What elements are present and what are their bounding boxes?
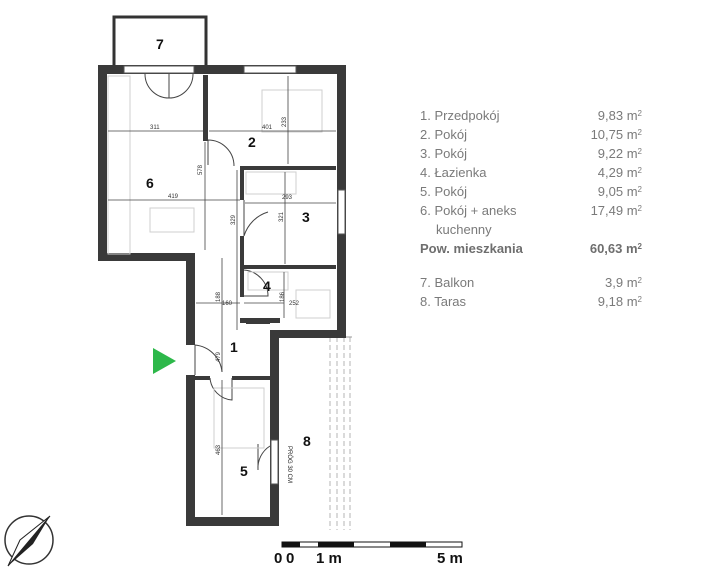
dimension-463: 463 <box>216 444 222 455</box>
terrace: 8 <box>286 336 352 530</box>
doors <box>144 73 271 471</box>
legend-row-1: 1. Przedpokój 9,83 m2 <box>420 106 642 125</box>
dimension-321: 321 <box>279 211 285 222</box>
legend-name-continued: kuchenny <box>436 222 492 237</box>
dimension-578: 578 <box>198 164 204 175</box>
dimension-311: 311 <box>150 125 160 131</box>
dimension-401: 401 <box>262 125 273 131</box>
legend-row-6: 6. Pokój + aneks 17,49 m2 <box>420 201 642 220</box>
legend-row-8: 8. Taras 9,18 m2 <box>420 292 642 311</box>
entry-arrow-icon <box>153 348 176 374</box>
legend-row-7: 7. Balkon 3,9 m2 <box>420 273 642 292</box>
room-number-8: 8 <box>303 433 311 449</box>
dimension-293: 293 <box>282 195 293 201</box>
area-legend: 1. Przedpokój 9,83 m2 2. Pokój 10,75 m2 … <box>420 106 642 311</box>
room-number-3: 3 <box>302 209 310 225</box>
legend-total-area: 60,63 m2 <box>589 241 642 256</box>
legend-area: 9,05 m2 <box>597 184 642 199</box>
dimension-419: 419 <box>168 194 179 200</box>
legend-row-5: 5. Pokój 9,05 m2 <box>420 182 642 201</box>
room-number-4: 4 <box>263 278 271 294</box>
legend-total-row: Pow. mieszkania 60,63 m2 <box>420 239 642 258</box>
room-number-7: 7 <box>156 36 164 52</box>
legend-name: 1. Przedpokój <box>420 108 500 123</box>
legend-name: 2. Pokój <box>420 127 467 142</box>
legend-row-4: 4. Łazienka 4,29 m2 <box>420 163 642 182</box>
legend-area: 9,83 m2 <box>597 108 642 123</box>
dimension-252: 252 <box>289 301 300 307</box>
dimension-479: 479 <box>216 351 222 362</box>
scale-label-five: 5 m <box>437 550 463 567</box>
legend-name: 8. Taras <box>420 294 467 309</box>
legend-area: 3,9 m2 <box>605 275 642 290</box>
dimension-188: 188 <box>216 291 222 302</box>
dimension-lines <box>108 76 336 515</box>
legend-name: 5. Pokój <box>420 184 467 199</box>
scale-label-one: 1 m <box>316 550 342 567</box>
legend-area: 4,29 m2 <box>597 165 642 180</box>
legend-name: 6. Pokój + aneks <box>420 203 517 218</box>
dimension-329: 329 <box>231 214 237 225</box>
threshold-note: PRÓG 30 CM <box>286 446 293 483</box>
room-numbers: 1 2 3 4 5 6 <box>146 134 310 479</box>
room-number-1: 1 <box>230 339 238 355</box>
room-number-5: 5 <box>240 463 248 479</box>
scale-label-zero-2: 0 <box>286 550 294 567</box>
dimension-233: 233 <box>282 116 288 127</box>
windows <box>123 65 346 485</box>
legend-total-name: Pow. mieszkania <box>420 241 523 256</box>
scale-bar: 0 0 1 m 5 m <box>274 541 463 567</box>
legend-row-2: 2. Pokój 10,75 m2 <box>420 125 642 144</box>
legend-name: 3. Pokój <box>420 146 467 161</box>
legend-area: 10,75 m2 <box>590 127 642 142</box>
legend-row-3: 3. Pokój 9,22 m2 <box>420 144 642 163</box>
dimension-labels: 311 401 233 578 419 293 329 321 188 160 … <box>150 116 300 455</box>
legend-area: 17,49 m2 <box>590 203 642 218</box>
legend-name: 4. Łazienka <box>420 165 487 180</box>
dimension-186: 186 <box>280 291 286 302</box>
room-number-2: 2 <box>248 134 256 150</box>
balcony: 7 <box>112 15 208 69</box>
room-number-6: 6 <box>146 175 154 191</box>
legend-name: 7. Balkon <box>420 275 475 290</box>
legend-area: 9,22 m2 <box>597 146 642 161</box>
furniture <box>107 75 331 449</box>
legend-area: 9,18 m2 <box>597 294 642 309</box>
dimension-160: 160 <box>222 301 233 307</box>
scale-label-zero: 0 <box>274 550 282 567</box>
north-arrow-icon <box>4 515 54 567</box>
